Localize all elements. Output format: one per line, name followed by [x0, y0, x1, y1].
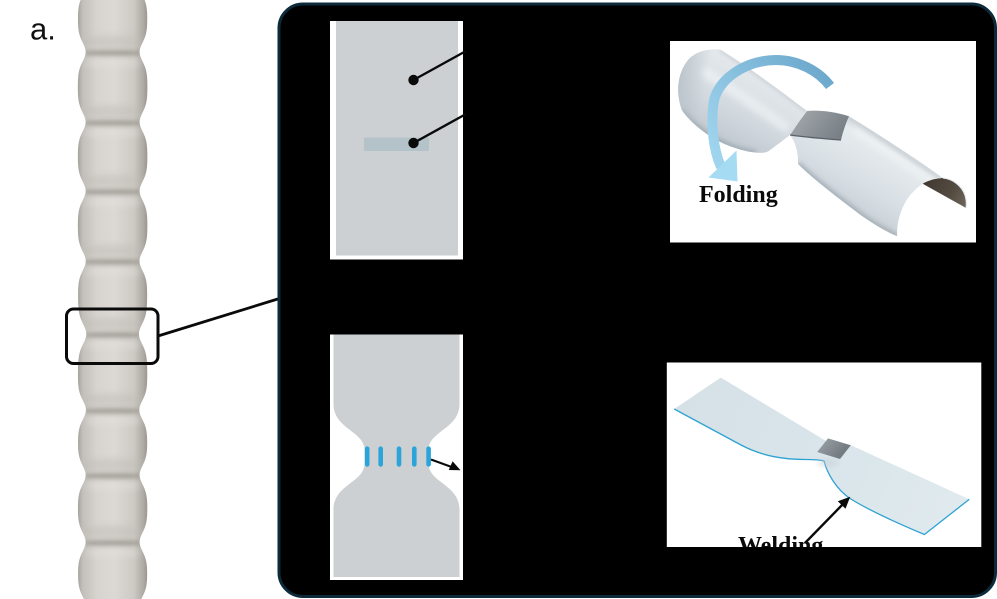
svg-text:Welding: Welding [738, 533, 823, 559]
svg-text:Folding: Folding [699, 182, 778, 208]
svg-text:a.: a. [30, 12, 56, 47]
